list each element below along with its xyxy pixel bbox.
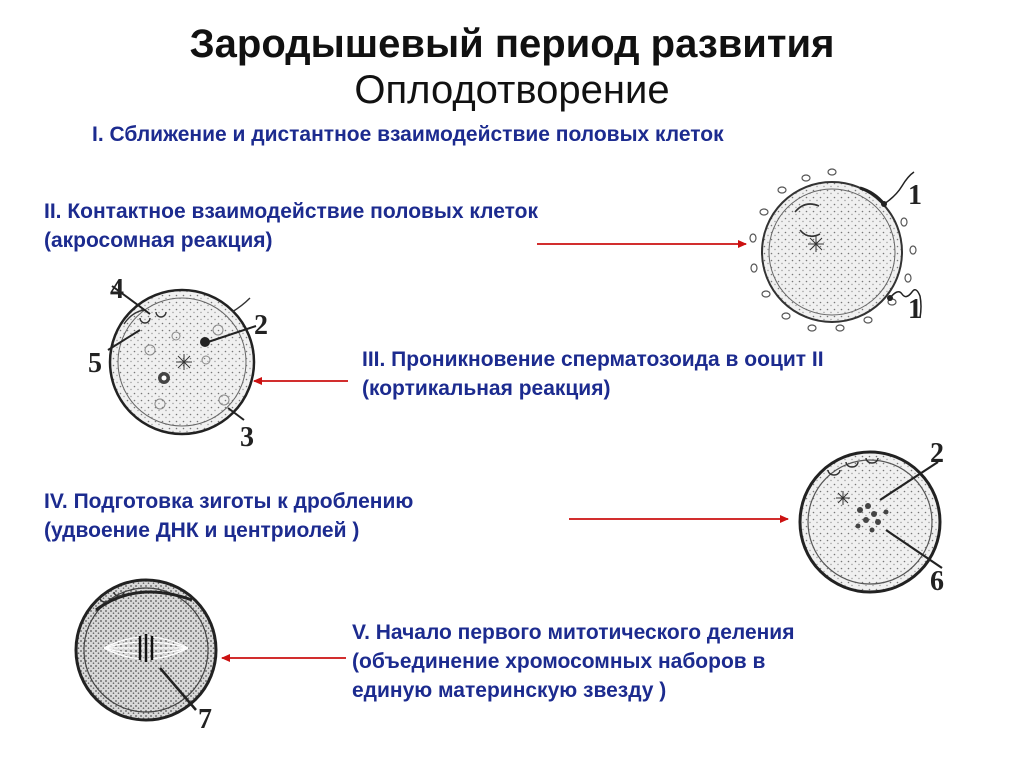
cell-4-label-7: 7 — [198, 704, 212, 735]
cell-1-label-1b: 1 — [908, 294, 922, 325]
page-subtitle: Оплодотворение — [354, 68, 670, 112]
star-icon — [176, 354, 192, 370]
stage-2-line1: II. Контактное взаимодействие половых кл… — [44, 200, 538, 223]
star-icon — [808, 236, 824, 252]
cell-2-label-2: 2 — [254, 310, 268, 341]
zygote-figure-3: 2 6 — [798, 438, 944, 597]
corona-cells — [749, 168, 917, 332]
oocyte-figure-2: 4 2 5 3 — [88, 274, 268, 453]
stage-5-text: V. Начало первого митотического деления … — [352, 618, 794, 705]
stage-2-text: II. Контактное взаимодействие половых кл… — [44, 197, 538, 255]
zygote-figure-4: 7 — [74, 578, 218, 735]
stage-5-line1: V. Начало первого митотического деления — [352, 621, 795, 644]
stage-2-line2: (акросомная реакция) — [44, 229, 273, 252]
stage-3-text: III. Проникновение сперматозоида в ооцит… — [362, 345, 824, 403]
stage-1-text: I. Сближение и дистантное взаимодействие… — [92, 120, 724, 149]
stage-4-line2: (удвоение ДНК и центриолей ) — [44, 519, 360, 542]
cell-2-label-3: 3 — [240, 422, 254, 453]
stage-4-text: IV. Подготовка зиготы к дроблению (удвое… — [44, 487, 413, 545]
page-title: Зародышевый период развития — [189, 22, 835, 66]
cell-3-label-2: 2 — [930, 438, 944, 469]
stage-3-line1: III. Проникновение сперматозоида в ооцит… — [362, 348, 824, 371]
oocyte-figure-1: 1 1 — [749, 168, 922, 332]
star-icon — [836, 491, 850, 505]
stage-5-line2: (объединение хромосомных наборов в — [352, 650, 766, 673]
stage-4-line1: IV. Подготовка зиготы к дроблению — [44, 490, 414, 513]
cell-2-label-5: 5 — [88, 348, 102, 379]
cell-3-label-6: 6 — [930, 566, 944, 597]
cell-2-label-4: 4 — [110, 274, 124, 305]
cell-1-label-1a: 1 — [908, 180, 922, 211]
stage-3-line2: (кортикальная реакция) — [362, 377, 611, 400]
stage-5-line3: единую материнскую звезду ) — [352, 679, 667, 702]
stage-1-line1: I. Сближение и дистантное взаимодействие… — [92, 123, 724, 146]
